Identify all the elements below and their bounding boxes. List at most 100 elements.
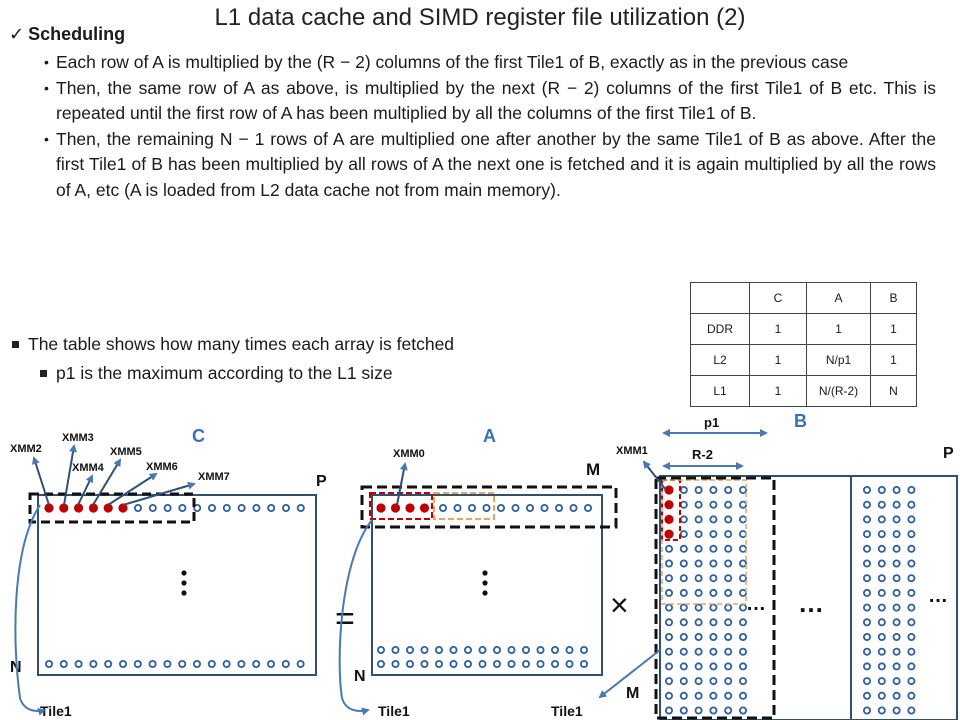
matrix-element <box>434 660 443 669</box>
matrix-b-tile-label: Tile1 <box>551 703 583 719</box>
b-tile-arrow <box>598 649 661 699</box>
matrix-element <box>405 646 414 655</box>
matrix-element <box>877 603 886 612</box>
matrix-element <box>907 544 916 553</box>
matrix-c-col-label: P <box>316 473 327 490</box>
matrix-element <box>907 530 916 539</box>
vertical-ellipsis-icon <box>482 570 488 596</box>
scheduling-bullet-2: Then, the same row of A as above, is mul… <box>44 76 936 127</box>
matrix-element <box>892 618 901 627</box>
xmm0-label: XMM0 <box>393 448 425 460</box>
matrix-c-name: C <box>192 426 205 446</box>
register-element <box>88 503 98 513</box>
matrix-element <box>863 691 872 700</box>
matrix-element <box>863 574 872 583</box>
matrix-element <box>679 677 688 686</box>
table-cell: N <box>870 375 917 407</box>
matrix-element <box>907 574 916 583</box>
matrix-a-first-row <box>376 503 593 513</box>
matrix-element <box>877 574 886 583</box>
matrix-element <box>133 660 142 669</box>
times-sign: × <box>610 587 629 623</box>
matrix-element <box>526 503 535 512</box>
matrix-element <box>907 662 916 671</box>
matrix-element <box>580 646 589 655</box>
matrix-element <box>694 544 703 553</box>
matrix-element <box>281 503 290 512</box>
matrix-element <box>739 515 748 524</box>
matrix-element <box>478 660 487 669</box>
matrix-element <box>193 503 202 512</box>
matrix-element <box>665 603 674 612</box>
table-cell: 1 <box>870 313 917 345</box>
matrix-element <box>551 660 560 669</box>
matrix-element <box>724 662 733 671</box>
matrix-a-frame <box>371 494 603 676</box>
matrix-element <box>863 662 872 671</box>
register-element <box>664 485 674 495</box>
matrix-element <box>877 633 886 642</box>
matrix-element <box>877 500 886 509</box>
matrix-element <box>536 660 545 669</box>
matrix-element <box>540 503 549 512</box>
matrix-element <box>892 574 901 583</box>
matrix-element <box>449 660 458 669</box>
matrix-element <box>266 660 275 669</box>
matrix-element <box>907 559 916 568</box>
matrix-element <box>420 646 429 655</box>
matrix-element <box>679 515 688 524</box>
matrix-element <box>877 559 886 568</box>
matrix-c-first-row <box>44 503 305 513</box>
a-register-outline <box>369 492 433 520</box>
matrix-element <box>907 706 916 715</box>
matrix-element <box>739 647 748 656</box>
xmm3-label: XMM3 <box>62 432 94 444</box>
matrix-element <box>863 559 872 568</box>
matrix-element <box>739 485 748 494</box>
scheduling-heading-text: Scheduling <box>28 24 126 44</box>
matrix-element <box>892 603 901 612</box>
matrix-element <box>449 646 458 655</box>
matrix-element <box>739 662 748 671</box>
xmm5-label: XMM5 <box>110 446 142 458</box>
scheduling-bullet-list: Each row of A is multiplied by the (R − … <box>44 50 936 203</box>
matrix-element <box>694 662 703 671</box>
matrix-element <box>391 646 400 655</box>
matrix-element <box>192 660 201 669</box>
matrix-element <box>222 660 231 669</box>
matrix-element <box>863 500 872 509</box>
p1-note: p1 is the maximum according to the L1 si… <box>10 359 454 388</box>
matrix-c: C P N Tile1 XMM2 XMM3 XMM4 XMM5 XMM6 XMM… <box>10 426 327 719</box>
matrix-element <box>478 646 487 655</box>
matrix-element <box>877 706 886 715</box>
matrix-element <box>877 588 886 597</box>
matrix-element <box>739 691 748 700</box>
matrix-element <box>679 530 688 539</box>
matrix-element <box>679 544 688 553</box>
table-note-text: The table shows how many times each arra… <box>28 334 455 354</box>
matrix-element <box>133 503 142 512</box>
matrix-element <box>694 706 703 715</box>
matrix-element <box>679 603 688 612</box>
matrix-element <box>665 691 674 700</box>
matrix-element <box>739 633 748 642</box>
square-bullet-icon <box>12 341 19 348</box>
xmm1-label: XMM1 <box>616 445 648 457</box>
matrix-element <box>507 646 516 655</box>
matrix-element <box>709 691 718 700</box>
equals-sign: = <box>335 600 355 638</box>
xmm1-pointer-arrow <box>642 460 667 491</box>
matrix-element <box>580 660 589 669</box>
matrix-element <box>907 691 916 700</box>
matrix-element <box>492 660 501 669</box>
matrix-element <box>463 660 472 669</box>
matrix-element <box>709 677 718 686</box>
a-tile-arrow <box>338 519 373 716</box>
checkmark-icon: ✓ <box>9 24 25 44</box>
register-element <box>664 500 674 510</box>
matrix-element <box>694 485 703 494</box>
matrix-element <box>391 660 400 669</box>
matrix-c-tile-label: Tile1 <box>40 703 72 719</box>
matrix-element <box>907 618 916 627</box>
matrix-element <box>907 677 916 686</box>
